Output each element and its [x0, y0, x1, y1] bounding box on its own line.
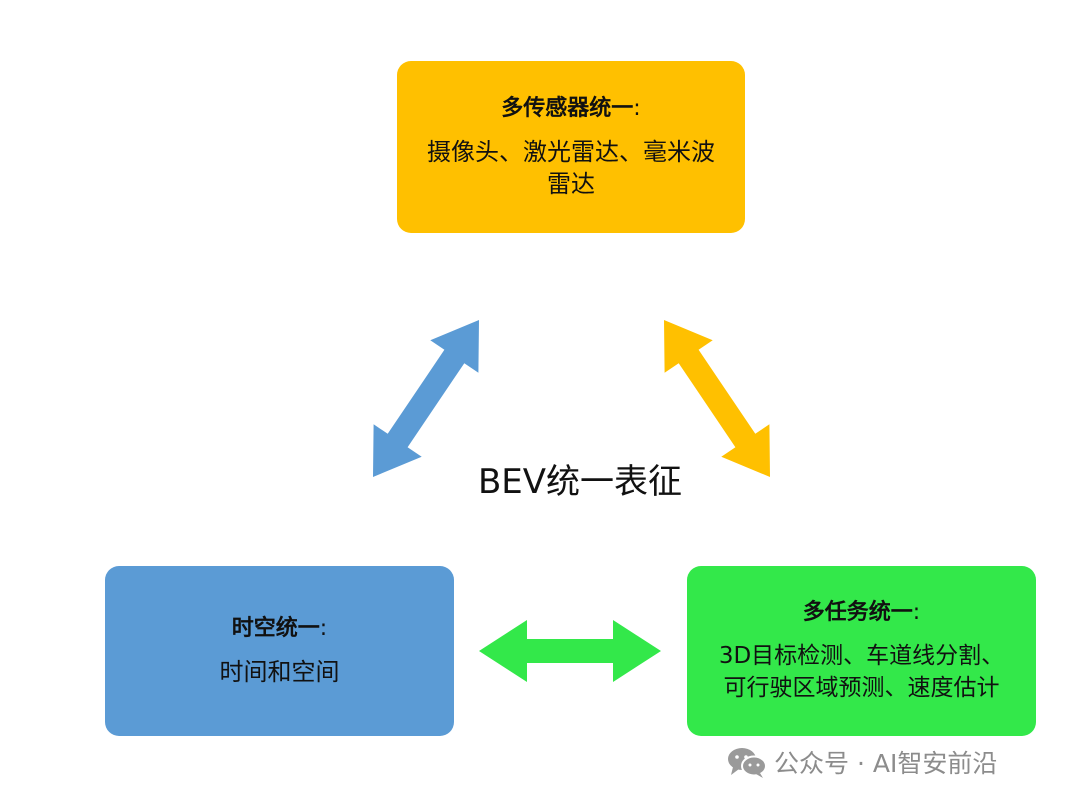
green-double-arrow-icon [479, 620, 661, 682]
multi-task-title: 多任务统一: [802, 600, 921, 625]
multi-task-body: 3D目标检测、车道线分割、 可行驶区域预测、速度估计 [719, 640, 1004, 704]
multi-sensor-body: 摄像头、激光雷达、毫米波 雷达 [427, 136, 715, 200]
multi-sensor-line-2: 雷达 [547, 170, 595, 198]
multi-task-box: 多任务统一: 3D目标检测、车道线分割、 可行驶区域预测、速度估计 [687, 566, 1036, 736]
multi-task-line-2: 可行驶区域预测、速度估计 [723, 675, 1000, 701]
watermark-text: 公众号 · AI智安前沿 [774, 749, 998, 778]
multi-sensor-line-1: 摄像头、激光雷达、毫米波 [427, 138, 715, 166]
watermark: 公众号 · AI智安前沿 [726, 742, 997, 782]
multi-task-line-1: 3D目标检测、车道线分割、 [718, 643, 1005, 669]
spacetime-line-1: 时间和空间 [219, 658, 340, 686]
yellow-double-arrow-icon [664, 320, 770, 477]
multi-sensor-title: 多传感器统一: [501, 96, 641, 121]
wechat-icon [728, 748, 767, 778]
center-label: BEV统一表征 [477, 462, 683, 502]
blue-double-arrow-icon [373, 320, 479, 477]
spacetime-box: 时空统一: 时间和空间 [105, 566, 454, 736]
spacetime-body: 时间和空间 [220, 656, 340, 688]
multi-sensor-box: 多传感器统一: 摄像头、激光雷达、毫米波 雷达 [397, 61, 745, 233]
spacetime-title: 时空统一: [231, 616, 328, 641]
